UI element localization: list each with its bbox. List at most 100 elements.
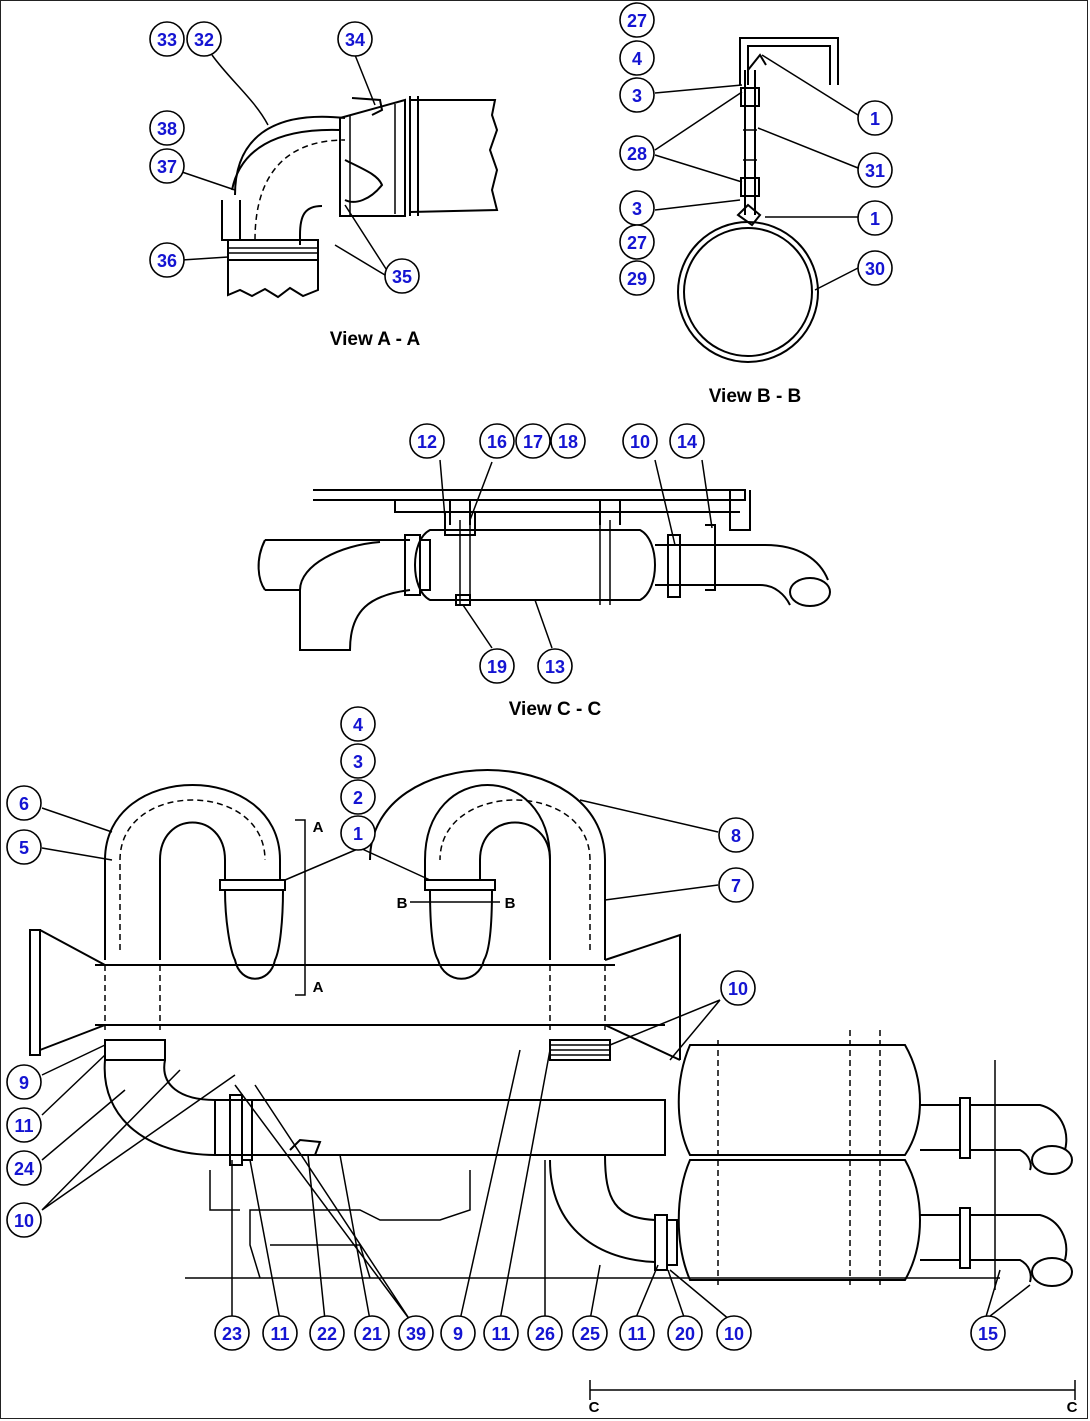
callout-circle [527,1315,563,1351]
callout-4: 4 [619,40,655,76]
callout-11: 11 [619,1315,655,1351]
view-b-b-label: View B - B [709,386,802,407]
callout-23: 23 [214,1315,250,1351]
callout-35: 35 [384,258,420,294]
callout-circle [440,1315,476,1351]
callout-27: 27 [619,2,655,38]
callout-number: 31 [865,161,885,181]
callout-6: 6 [6,785,42,821]
callout-circle [857,200,893,236]
callout-circle [619,260,655,296]
callout-circle [149,242,185,278]
callout-36: 36 [149,242,185,278]
callout-11: 11 [6,1107,42,1143]
section-c-right-letter: C [1067,1399,1078,1416]
callout-3: 3 [340,743,376,779]
callout-25: 25 [572,1315,608,1351]
callout-number: 34 [345,30,365,50]
callout-circle [622,423,658,459]
callout-circle [537,648,573,684]
callout-1: 1 [340,815,376,851]
callout-circle [398,1315,434,1351]
callout-11: 11 [483,1315,519,1351]
callout-number: 23 [222,1324,242,1344]
callout-7: 7 [718,867,754,903]
callout-number: 26 [535,1324,555,1344]
callout-circle [186,21,222,57]
callout-number: 35 [392,267,412,287]
callout-circle [149,21,185,57]
callout-circle [479,648,515,684]
callout-number: 1 [870,109,880,129]
callout-circle [619,1315,655,1351]
callout-number: 10 [14,1211,34,1231]
callout-4: 4 [340,706,376,742]
callout-number: 11 [491,1324,510,1344]
callout-circle [337,21,373,57]
callout-circle [214,1315,250,1351]
callout-38: 38 [149,110,185,146]
view-a-a-label: View A - A [330,329,421,350]
callout-10: 10 [6,1202,42,1238]
callout-19: 19 [479,648,515,684]
callout-circle [970,1315,1006,1351]
callout-number: 15 [978,1324,998,1344]
callout-number: 5 [19,838,29,858]
callout-circle [515,423,551,459]
view-b-b-drawing [654,37,859,363]
callout-number: 9 [453,1324,463,1344]
callout-circle [6,1150,42,1186]
callout-number: 3 [353,752,363,772]
callout-number: 2 [353,788,363,808]
callout-15: 15 [970,1315,1006,1351]
callout-number: 10 [630,432,650,452]
callout-number: 21 [362,1324,382,1344]
callout-circle [384,258,420,294]
callout-circle [262,1315,298,1351]
callout-21: 21 [354,1315,390,1351]
callout-number: 20 [675,1324,695,1344]
callout-number: 13 [545,657,565,677]
callout-circle [340,815,376,851]
callout-39: 39 [398,1315,434,1351]
callout-circle [720,970,756,1006]
callout-number: 25 [580,1324,600,1344]
callout-number: 11 [14,1116,33,1136]
callout-8: 8 [718,817,754,853]
callout-number: 18 [558,432,578,452]
callout-circle [483,1315,519,1351]
callout-circle [572,1315,608,1351]
callout-circle [6,785,42,821]
callout-circle [619,224,655,260]
callout-circle [409,423,445,459]
callout-number: 17 [523,432,543,452]
callout-10: 10 [622,423,658,459]
callout-number: 9 [19,1073,29,1093]
callout-number: 4 [632,49,642,69]
callout-12: 12 [409,423,445,459]
callout-29: 29 [619,260,655,296]
callout-14: 14 [669,423,705,459]
callout-circle [857,100,893,136]
callout-28: 28 [619,135,655,171]
callout-number: 3 [632,199,642,219]
callout-number: 27 [627,233,647,253]
callout-number: 1 [870,209,880,229]
main-assembly-drawing [29,769,1076,1400]
callout-17: 17 [515,423,551,459]
callout-number: 30 [865,259,885,279]
view-c-c-drawing [257,459,831,651]
callout-9: 9 [440,1315,476,1351]
callout-circle [149,110,185,146]
callout-circle [340,706,376,742]
callout-circle [669,423,705,459]
callout-number: 22 [317,1324,337,1344]
callout-number: 32 [194,30,214,50]
callout-24: 24 [6,1150,42,1186]
callout-18: 18 [550,423,586,459]
callout-circle [340,779,376,815]
callout-9: 9 [6,1064,42,1100]
callout-number: 33 [157,30,177,50]
